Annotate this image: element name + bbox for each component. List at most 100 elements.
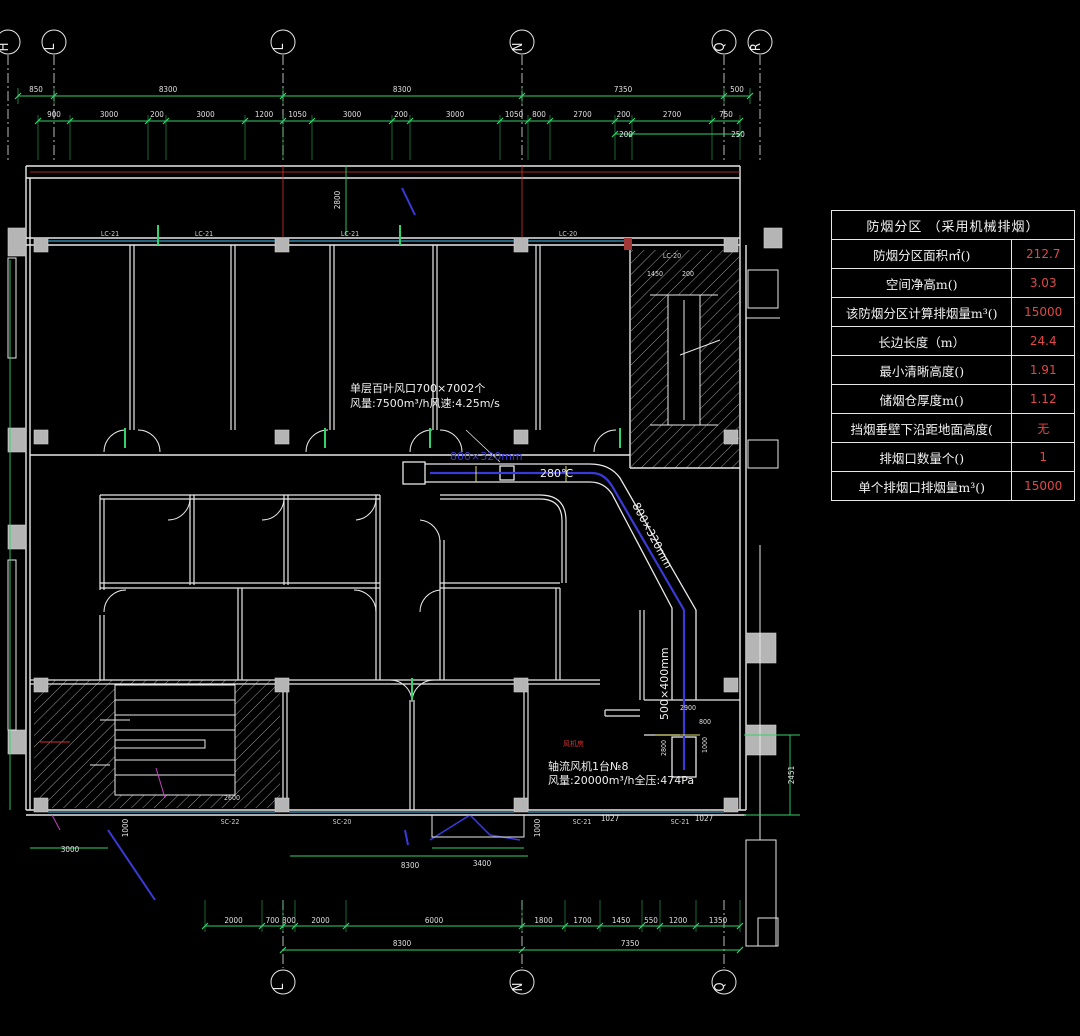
lower-walls <box>30 679 740 810</box>
duct-yellow <box>475 466 700 736</box>
smoke-duct <box>402 461 697 778</box>
dim-tick <box>279 946 287 954</box>
dim-text: 1800 <box>534 916 553 925</box>
dim-text: 200 <box>394 110 408 119</box>
table-row: 挡烟垂壁下沿距地面高度(无 <box>830 413 1075 443</box>
axis-bubble <box>509 29 535 55</box>
row-label: 排烟口数量个() <box>830 442 1013 472</box>
dim-text: 2800 <box>333 190 342 209</box>
window-tag: LC-21 <box>195 230 213 238</box>
window-tag: LC-20 <box>663 252 681 260</box>
duct-size-diagonal: 800×320mm <box>629 500 675 570</box>
dim-text: 250 <box>731 130 745 139</box>
axis-label: L <box>272 983 287 990</box>
duct-size-vertical: 500×400mm <box>658 647 671 720</box>
axis-label: N <box>511 43 526 52</box>
dim-text: 1700 <box>573 916 592 925</box>
axis-bubble <box>270 969 296 995</box>
fan-room-tag: 风机房 <box>563 739 584 748</box>
dim-text: 200 <box>682 270 694 278</box>
row-value: 1.12 <box>1011 384 1075 414</box>
axis-bubble <box>711 29 737 55</box>
row-value: 24.4 <box>1011 326 1075 356</box>
middle-rooms <box>99 494 645 700</box>
dim-text: 7350 <box>621 939 640 948</box>
dim-text: 1027 <box>601 814 619 823</box>
axis-bubble <box>0 29 21 55</box>
dim-text: 2700 <box>663 110 682 119</box>
dim-text: 2800 <box>660 740 668 756</box>
dim-text: 3400 <box>473 859 492 868</box>
row-value: 3.03 <box>1011 268 1075 298</box>
dim-text: 200 <box>619 130 633 139</box>
table-title: 防烟分区 （采用机械排烟） <box>831 210 1075 240</box>
row-label: 储烟仓厚度m() <box>830 384 1013 414</box>
window-tag: LC-21 <box>101 230 119 238</box>
side-walls <box>7 257 780 947</box>
axis-bubble <box>711 969 737 995</box>
dim-text: 3000 <box>446 110 465 119</box>
dim-text: 800 <box>699 718 711 726</box>
table-row: 储烟仓厚度m()1.12 <box>830 384 1075 414</box>
dim-text: 3000 <box>196 110 215 119</box>
columns <box>7 227 783 813</box>
axis-label: R <box>749 43 764 51</box>
stair-ne <box>650 294 721 426</box>
dim-text: 700 <box>266 916 280 925</box>
door-swings-upper <box>103 429 617 453</box>
window-tag: SC-21 <box>671 818 690 826</box>
dim-text: 1027 <box>695 814 713 823</box>
dim-text: 2451 <box>787 766 796 784</box>
row-label: 该防烟分区计算排烟量m³() <box>830 297 1013 327</box>
axis-label: H <box>0 43 12 52</box>
dim-text: 200 <box>617 110 631 119</box>
table-row: 长边长度（m）24.4 <box>830 326 1075 356</box>
dim-text: 1050 <box>505 110 524 119</box>
dim-text: 500 <box>730 85 744 94</box>
dim-text: 550 <box>644 916 658 925</box>
dim-text: 1000 <box>701 737 709 753</box>
dim-text: 2600 <box>224 794 240 802</box>
dim-text: 2900 <box>680 704 696 712</box>
dim-tick <box>518 946 526 954</box>
table-row: 防烟分区面积㎡()212.7 <box>830 239 1075 269</box>
dim-text: 900 <box>47 110 61 119</box>
dim-text: 1450 <box>612 916 631 925</box>
door-swings-middle <box>103 497 441 703</box>
duct-centerline <box>430 471 686 770</box>
table-row: 该防烟分区计算排烟量m³()15000 <box>830 297 1075 327</box>
row-value: 1 <box>1011 442 1075 472</box>
dim-text: 850 <box>29 85 43 94</box>
dim-text: 2000 <box>224 916 243 925</box>
axis-label: N <box>511 983 526 992</box>
row-value: 1.91 <box>1011 355 1075 385</box>
window-tag: SC-20 <box>333 818 352 826</box>
window-tag: SC-22 <box>221 818 240 826</box>
axis-label: Q <box>713 42 728 51</box>
row-label: 长边长度（m） <box>830 326 1013 356</box>
dim-text: 1000 <box>121 818 130 837</box>
dim-text: 2000 <box>311 916 330 925</box>
fire-damper-temp: 280℃ <box>540 467 573 480</box>
axis-bubble <box>270 29 296 55</box>
dim-text: 1450 <box>647 270 663 278</box>
dim-text: 3000 <box>100 110 119 119</box>
duct-size-horizontal: 800×320mm <box>450 450 523 463</box>
dim-text: 2700 <box>573 110 592 119</box>
stair-sw <box>90 684 236 796</box>
outer-walls <box>25 165 747 816</box>
axis-label: L <box>43 43 58 50</box>
windows <box>48 240 724 813</box>
row-value: 212.7 <box>1011 239 1075 269</box>
table-row: 最小清晰高度()1.91 <box>830 355 1075 385</box>
dim-text: 200 <box>150 110 164 119</box>
axis-bubble <box>747 29 773 55</box>
dim-text: 1200 <box>669 916 688 925</box>
fan-note-line1: 轴流风机1台№8 <box>548 759 628 773</box>
louver-note-line1: 单层百叶风口700×7002个 <box>350 382 485 395</box>
dim-text: 6000 <box>425 916 444 925</box>
table-row: 空间净高m()3.03 <box>830 268 1075 298</box>
